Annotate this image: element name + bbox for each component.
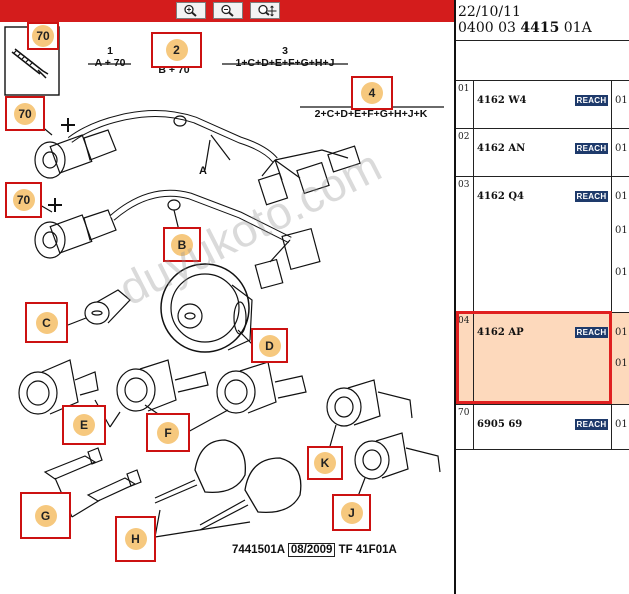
row-index: 02 (458, 132, 470, 142)
zoom-in-icon (184, 4, 197, 17)
catalog-date: 22/10/11 (458, 4, 521, 20)
zoom-in-button[interactable] (176, 2, 206, 19)
row-divider (611, 129, 612, 176)
callout-g[interactable]: G (20, 492, 71, 539)
part-qty: 01 (615, 225, 628, 236)
row-index: 03 (458, 180, 470, 190)
callout-e-text: E (79, 418, 88, 432)
callout-70-screw-text: 70 (36, 29, 50, 43)
formula-3-number: 3 (282, 45, 288, 57)
ref-prefix: 0400 03 (458, 20, 521, 36)
part-qty: 01 (615, 191, 628, 202)
callout-2[interactable]: 2 (151, 32, 202, 68)
part-row-03[interactable]: 03 4162 Q4 REACH 01 01 01 (456, 176, 629, 312)
formula-1-number: 1 (107, 45, 113, 57)
callout-j-text: J (348, 505, 355, 520)
formula-4-expression: 2+C+D+E+F+G+H+J+K (314, 108, 428, 120)
reach-badge: REACH (575, 143, 608, 154)
part-qty: 01 (615, 143, 628, 154)
part-qty: 01 (615, 358, 628, 369)
callout-e[interactable]: E (62, 405, 106, 445)
parts-diagram: 1 A + 70 B + 70 3 1+C+D+E+F+G+H+J 2+C+D+… (0, 0, 454, 562)
part-code: 4162 AN (477, 143, 526, 154)
callout-j[interactable]: J (332, 494, 371, 531)
reach-badge: REACH (575, 327, 608, 338)
formula-3: 3 1+C+D+E+F+G+H+J (220, 45, 350, 69)
harness-a-label: A (199, 165, 207, 177)
part-row-01[interactable]: 01 4162 W4 REACH 01 (456, 80, 629, 128)
row-divider (611, 81, 612, 128)
row-divider (611, 405, 612, 449)
part-row-04-selected[interactable]: 04 4162 AP REACH 01 01 (456, 312, 629, 404)
formula-4: 2+C+D+E+F+G+H+J+K (296, 108, 446, 120)
callout-4[interactable]: 4 (351, 76, 393, 110)
row-divider (611, 177, 612, 312)
selection-highlight (456, 311, 612, 404)
callout-k-text: K (320, 456, 330, 470)
diagram-code: 7441501A (232, 544, 285, 556)
callout-c[interactable]: C (25, 302, 68, 343)
callout-c-text: C (42, 315, 51, 330)
zoom-pan-button[interactable] (250, 2, 280, 19)
part-qty: 01 (615, 327, 628, 338)
header-rule (456, 40, 629, 41)
diagram-footer: 7441501A 08/2009 TF 41F01A (232, 543, 397, 557)
row-divider (473, 313, 474, 404)
callout-h-text: H (131, 532, 140, 546)
diagram-tf-code: TF 41F01A (338, 544, 397, 556)
callout-f-text: F (164, 425, 172, 440)
reach-badge: REACH (575, 95, 608, 106)
row-divider (473, 177, 474, 312)
row-index: 70 (458, 408, 470, 418)
callout-70-harness-a-text: 70 (18, 106, 32, 121)
row-divider (473, 405, 474, 449)
zoom-pan-icon (258, 4, 277, 17)
row-index: 01 (458, 84, 470, 94)
formula-3-expression: 1+C+D+E+F+G+H+J (235, 57, 335, 69)
callout-70-harness-b-text: 70 (16, 193, 31, 207)
callout-g-text: G (40, 508, 51, 523)
row-divider (473, 81, 474, 128)
part-code: 6905 69 (477, 419, 523, 430)
diagram-date: 08/2009 (287, 543, 336, 557)
callout-k[interactable]: K (307, 446, 343, 480)
part-code: 4162 AP (477, 327, 524, 338)
callout-b[interactable]: B (163, 227, 201, 262)
diagram-toolbar (0, 0, 454, 22)
parts-list-panel: 22/10/11 0400 03 4415 01A 01 4162 W4 REA… (456, 0, 629, 594)
reach-badge: REACH (575, 419, 608, 430)
row-index: 04 (458, 316, 470, 326)
ref-bold: 4415 (520, 20, 560, 36)
part-code: 4162 W4 (477, 95, 527, 106)
part-qty: 01 (615, 95, 628, 106)
callout-4-text: 4 (368, 86, 376, 100)
catalog-reference: 0400 03 4415 01A (458, 20, 592, 36)
zoom-out-icon (221, 4, 234, 17)
part-row-02[interactable]: 02 4162 AN REACH 01 (456, 128, 629, 176)
row-divider (473, 129, 474, 176)
part-code: 4162 Q4 (477, 191, 524, 202)
callout-2-text: 2 (173, 43, 180, 57)
callout-d[interactable]: D (251, 328, 288, 363)
callout-d-text: D (265, 338, 274, 353)
panel-divider (454, 0, 456, 594)
callout-b-text: B (177, 237, 187, 252)
part-row-70[interactable]: 70 6905 69 REACH 01 (456, 404, 629, 450)
part-qty: 01 (615, 267, 628, 278)
callout-70-harness-b[interactable]: 70 (5, 182, 42, 218)
callout-70-screw[interactable]: 70 (27, 22, 59, 50)
callout-h[interactable]: H (115, 516, 156, 562)
ref-suffix: 01A (559, 20, 592, 36)
zoom-out-button[interactable] (213, 2, 243, 19)
formula-1: 1 A + 70 (86, 45, 134, 69)
formula-1-expression: A + 70 (94, 57, 126, 69)
part-qty: 01 (615, 419, 628, 430)
reach-badge: REACH (575, 191, 608, 202)
callout-f[interactable]: F (146, 413, 190, 452)
callout-70-harness-a[interactable]: 70 (5, 96, 45, 131)
